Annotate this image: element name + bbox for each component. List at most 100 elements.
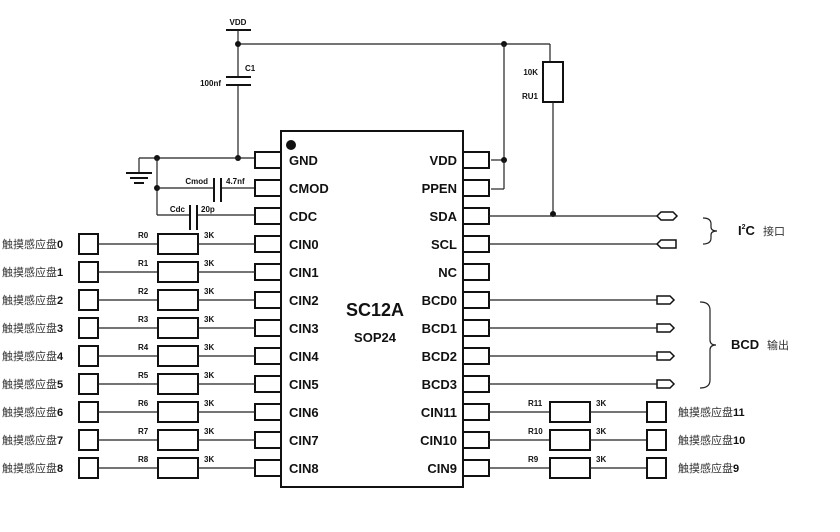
pin-pad xyxy=(254,207,282,225)
resistor-value: 3K xyxy=(204,427,214,436)
touch-pad-label: 触摸感应盘5 xyxy=(2,377,63,391)
pin-pad xyxy=(254,375,282,393)
pin-label: PPEN xyxy=(422,181,457,196)
pin-pad xyxy=(462,263,490,281)
resistor-value: 3K xyxy=(204,315,214,324)
touch-pad-number: 7 xyxy=(57,435,63,447)
resistor-label: R2 xyxy=(138,287,149,296)
pin-label: CIN9 xyxy=(427,461,457,476)
i2c-brace-icon xyxy=(702,217,718,245)
c1-value: 100nf xyxy=(200,79,221,88)
touch-channel: R11 3K 触摸感应盘11 xyxy=(489,399,745,423)
resistor-label: R11 xyxy=(528,399,543,408)
touch-pad-label: 触摸感应盘2 xyxy=(2,293,63,307)
touch-channel: 触摸感应盘3 R3 3K xyxy=(2,315,255,339)
pin-pad xyxy=(462,347,490,365)
touch-pad-text: 触摸感应盘 xyxy=(2,433,57,447)
i2c-prefix: I xyxy=(738,223,742,238)
touch-pad-number: 6 xyxy=(57,407,63,419)
pin-pad xyxy=(462,459,490,477)
pin-label: CIN4 xyxy=(289,349,319,364)
touch-pad-label: 触摸感应盘6 xyxy=(2,405,63,419)
resistor xyxy=(157,345,199,367)
pin-label: CIN10 xyxy=(420,433,457,448)
touch-pad-text: 触摸感应盘 xyxy=(2,405,57,419)
pin-label: CIN7 xyxy=(289,433,319,448)
touch-pad-label: 触摸感应盘0 xyxy=(2,237,63,251)
pin-label: GND xyxy=(289,153,318,168)
resistor xyxy=(157,457,199,479)
i2c-suffix: 接口 xyxy=(763,225,785,238)
pin-pad xyxy=(462,291,490,309)
touch-pad-text: 触摸感应盘 xyxy=(678,433,733,447)
pin-pad xyxy=(254,263,282,281)
resistor-value: 3K xyxy=(204,371,214,380)
pin-label: CIN1 xyxy=(289,265,319,280)
touch-pad-label: 触摸感应盘10 xyxy=(678,433,745,447)
touch-pad-number: 3 xyxy=(57,323,63,335)
touch-pad-label: 触摸感应盘11 xyxy=(678,405,745,419)
resistor-label: R9 xyxy=(528,455,539,464)
touch-pad-number: 4 xyxy=(57,351,64,363)
output-terminals xyxy=(489,211,679,389)
cmod-value: 4.7nf xyxy=(226,177,245,186)
pin1-marker xyxy=(286,140,296,150)
pin-label: CIN8 xyxy=(289,461,319,476)
pin-pad xyxy=(254,235,282,253)
pin-label: BCD3 xyxy=(422,377,457,392)
touch-pad xyxy=(78,457,99,479)
chip: SC12A SOP24 GNDCMODCDCCIN0CIN1CIN2CIN3CI… xyxy=(254,130,490,488)
touch-pad-text: 触摸感应盘 xyxy=(2,265,57,279)
resistor-value: 3K xyxy=(204,399,214,408)
c1-gap xyxy=(226,76,251,86)
ru1-value: 10K xyxy=(523,68,538,77)
touch-pad-text: 触摸感应盘 xyxy=(2,293,57,307)
cdc-value: 20p xyxy=(201,205,215,214)
touch-pad-text: 触摸感应盘 xyxy=(678,405,733,419)
i2c-sup: 2 xyxy=(742,224,746,231)
touch-pad-label: 触摸感应盘9 xyxy=(678,461,739,475)
c1-label: C1 xyxy=(245,64,256,73)
touch-pad xyxy=(646,401,667,423)
bcd-group: BCD 输出 xyxy=(699,301,789,389)
ground-network: Cmod 4.7nf Cdc 20p xyxy=(126,155,258,230)
pin-label: VDD xyxy=(430,153,457,168)
resistor-value: 3K xyxy=(596,427,606,436)
pin-pad xyxy=(462,375,490,393)
touch-pad-number: 9 xyxy=(733,463,739,475)
resistor xyxy=(549,457,591,479)
resistor-label: R7 xyxy=(138,427,149,436)
ru1-label: RU1 xyxy=(522,92,539,101)
pin-pad xyxy=(462,431,490,449)
resistor-value: 3K xyxy=(204,231,214,240)
pin-pad xyxy=(462,151,490,169)
output-port-icon xyxy=(656,323,676,333)
touch-pad-text: 触摸感应盘 xyxy=(2,349,57,363)
touch-pad-number: 10 xyxy=(733,435,745,447)
resistor xyxy=(549,429,591,451)
pin-label: CIN5 xyxy=(289,377,319,392)
pin-label: BCD1 xyxy=(422,321,457,336)
pin-label: NC xyxy=(438,265,457,280)
resistor-value: 3K xyxy=(204,287,214,296)
touch-pad xyxy=(78,261,99,283)
touch-pad-label: 触摸感应盘4 xyxy=(2,349,64,363)
pin-pad xyxy=(254,151,282,169)
resistor-label: R3 xyxy=(138,315,149,324)
touch-pad-text: 触摸感应盘 xyxy=(2,377,57,391)
pullup-resistor: 10K RU1 xyxy=(503,44,564,217)
pin-pad xyxy=(254,291,282,309)
touch-pad xyxy=(78,289,99,311)
resistor-value: 3K xyxy=(596,399,606,408)
touch-pad xyxy=(78,345,99,367)
touch-channel: 触摸感应盘2 R2 3K xyxy=(2,287,255,311)
touch-pad-label: 触摸感应盘3 xyxy=(2,321,63,335)
input-port-icon xyxy=(655,239,677,249)
i2c-c: C xyxy=(746,223,756,238)
